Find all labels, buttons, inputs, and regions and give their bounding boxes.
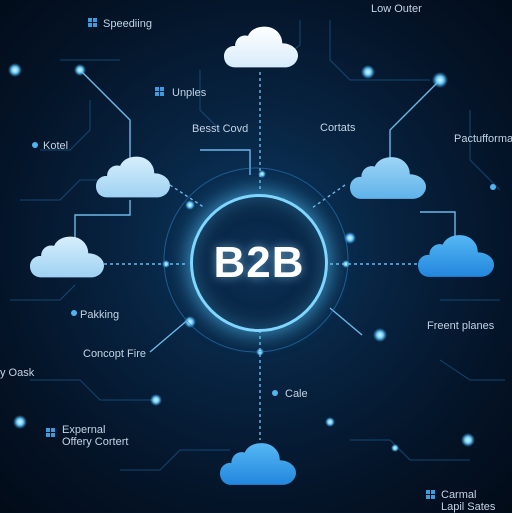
grid-icon (426, 490, 436, 500)
label-kotel: Kotel (43, 140, 69, 152)
label-pactuforma: Pactufforma (454, 133, 512, 145)
cloud-upper-left (96, 156, 170, 198)
label-besst-covd: Besst Covd (192, 123, 249, 135)
label-oask: y Oask (0, 367, 35, 379)
cloud-upper-right (350, 157, 426, 199)
connector-lines (74, 69, 456, 440)
cloud-right (418, 235, 494, 277)
label-freent-planes: Freent planes (427, 320, 495, 332)
cloud-left (30, 236, 104, 278)
grid-icon (88, 18, 98, 28)
label-low-outer: Low Outer (371, 3, 422, 15)
hub-label: B2B (213, 238, 305, 287)
label-cale: Cale (285, 388, 308, 400)
label-pakking: Pakking (80, 309, 120, 321)
cloud-bottom (220, 443, 296, 485)
label-cortats: Cortats (320, 122, 356, 134)
hub-outer-ring (163, 167, 349, 353)
label-unples: Unples (172, 87, 207, 99)
circuit-traces (10, 20, 505, 471)
cloud-top (224, 26, 298, 68)
bullet-dot (490, 184, 496, 190)
bullet-dot (272, 390, 278, 396)
grid-icon (155, 87, 165, 97)
label-external-offery: Expernal Offery Cortert (62, 424, 129, 448)
b2b-hub: B2B (190, 194, 328, 332)
grid-icon (46, 428, 56, 438)
bullet-dot (71, 310, 77, 316)
label-speeding: Speediing (103, 18, 152, 30)
label-carmal-sales: Carmal Lapil Sates (441, 489, 496, 513)
bullet-dot (32, 142, 38, 148)
label-concopt-fire: Concopt Fire (83, 348, 146, 360)
